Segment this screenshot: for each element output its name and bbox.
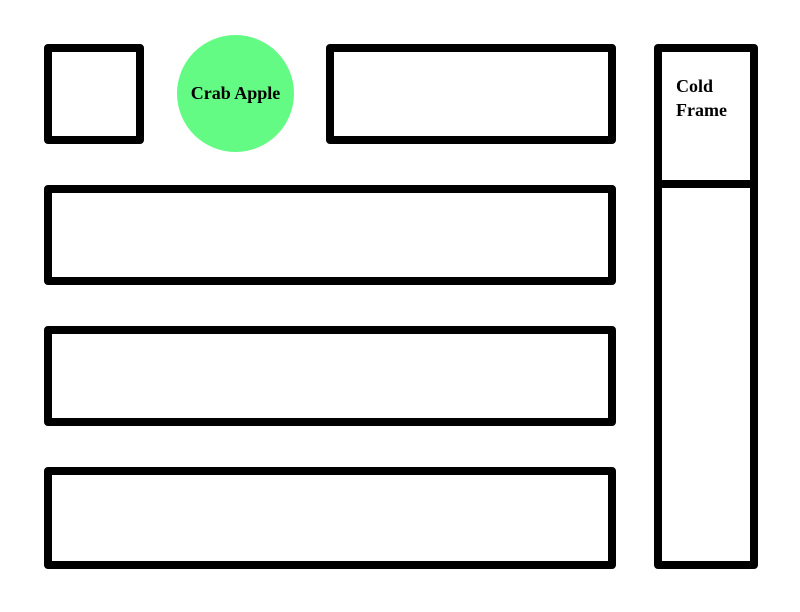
crab-apple-label: Crab Apple	[190, 83, 281, 103]
garden-bed-top-right	[326, 44, 616, 144]
garden-bed-row-3	[44, 467, 616, 569]
cold-frame-column: Cold Frame	[654, 44, 758, 569]
cold-frame-label-line-2: Frame	[676, 100, 727, 120]
crab-apple-tree: Crab Apple	[177, 35, 294, 152]
cold-frame-divider	[662, 180, 750, 188]
garden-bed-row-1	[44, 185, 616, 285]
cold-frame-label-line-1: Cold	[676, 76, 714, 96]
cold-frame-label: Cold Frame	[676, 74, 756, 122]
garden-bed-row-2	[44, 326, 616, 426]
garden-bed-small-square	[44, 44, 144, 144]
